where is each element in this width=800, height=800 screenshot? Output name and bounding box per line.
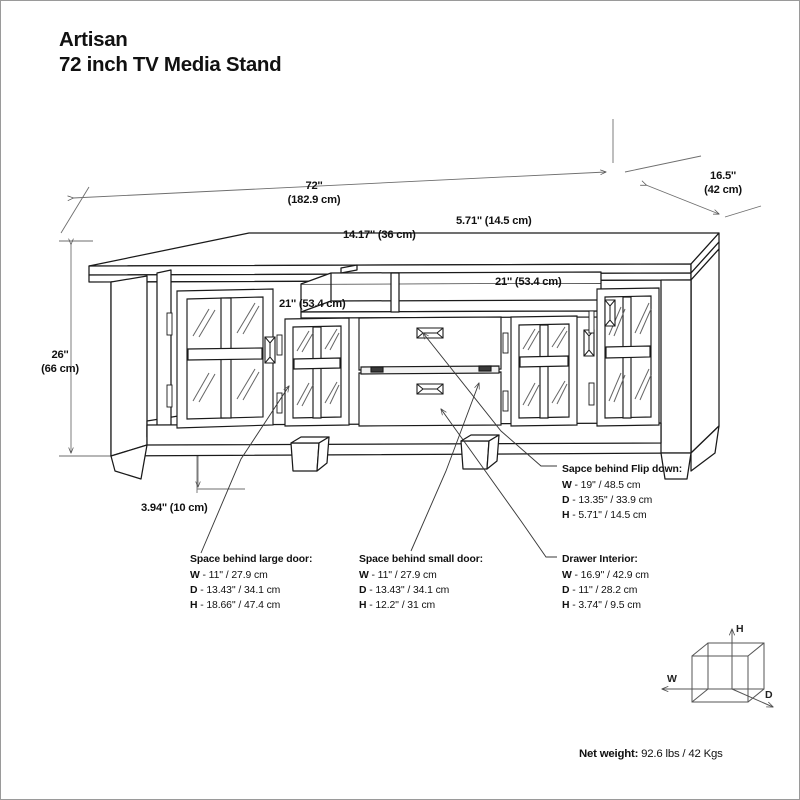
annotation-row-d: D - 13.35'' / 33.9 cm bbox=[562, 494, 653, 506]
annotation-row-h: H - 18.66'' / 47.4 cm bbox=[190, 600, 281, 612]
annotation-space-behind-large-door: Space behind large door: W - 11'' / 27.9… bbox=[190, 552, 312, 613]
net-weight-label: Net weight: bbox=[579, 748, 639, 760]
dimension-legend-cube bbox=[662, 629, 773, 707]
annotation-row-h: H - 12.2'' / 31 cm bbox=[359, 600, 436, 612]
dim-label-overall-width: 72'' (182.9 cm) bbox=[287, 180, 341, 206]
dim-label-bay-left: 21'' (53.4 cm) bbox=[279, 298, 346, 310]
annotation-row-h: H - 3.74'' / 9.5 cm bbox=[562, 600, 641, 612]
left-small-glass-door bbox=[276, 317, 350, 427]
annotation-row-w: W - 11'' / 27.9 cm bbox=[359, 569, 437, 581]
right-large-glass-door bbox=[588, 287, 660, 427]
annotation-title: Space behind large door: bbox=[190, 554, 313, 565]
leader-lines bbox=[200, 333, 557, 558]
left-large-glass-door bbox=[166, 288, 276, 429]
dim-label-overall-depth: 16.5'' (42 cm) bbox=[704, 170, 742, 196]
product-name: 72 inch TV Media Stand bbox=[59, 53, 282, 76]
net-weight: Net weight: 92.6 lbs / 42 Kgs bbox=[579, 748, 723, 760]
dim-label-open-shelf-width: 14.17'' (36 cm) bbox=[343, 229, 416, 241]
net-weight-value: 92.6 lbs / 42 Kgs bbox=[641, 748, 723, 760]
dim-label-leg-clearance: 3.94'' (10 cm) bbox=[141, 502, 208, 514]
legend-width-axis-label: W bbox=[667, 673, 677, 685]
right-small-glass-door bbox=[502, 315, 595, 427]
dim-label-overall-height: 26'' (66 cm) bbox=[41, 349, 79, 375]
annotation-space-behind-small-door: Space behind small door: W - 11'' / 27.9… bbox=[359, 552, 483, 613]
legend-depth-axis-label: D bbox=[765, 689, 773, 701]
page-title: Artisan 72 inch TV Media Stand bbox=[59, 27, 282, 77]
annotation-title: Drawer Interior: bbox=[562, 554, 638, 565]
annotation-drawer-interior: Drawer Interior: W - 16.9'' / 42.9 cm D … bbox=[562, 552, 649, 613]
annotation-title: Space behind small door: bbox=[359, 554, 484, 565]
annotation-row-d: D - 13.43'' / 34.1 cm bbox=[190, 584, 281, 596]
annotation-row-w: W - 11'' / 27.9 cm bbox=[190, 569, 268, 581]
annotation-row-d: D - 11'' / 28.2 cm bbox=[562, 584, 638, 596]
annotation-space-behind-flip-down: Sapce behind Flip down: W - 19'' / 48.5 … bbox=[562, 462, 682, 523]
product-brand: Artisan bbox=[59, 28, 128, 51]
annotation-row-h: H - 5.71'' / 14.5 cm bbox=[562, 510, 647, 522]
annotation-title: Sapce behind Flip down: bbox=[562, 464, 683, 475]
center-drawers bbox=[358, 316, 502, 427]
dim-label-bay-right: 21'' (53.4 cm) bbox=[495, 276, 562, 288]
dim-label-open-shelf-height: 5.71'' (14.5 cm) bbox=[456, 215, 532, 227]
annotation-row-w: W - 19'' / 48.5 cm bbox=[562, 479, 641, 491]
annotation-row-d: D - 13.43'' / 34.1 cm bbox=[359, 584, 450, 596]
legend-height-axis-label: H bbox=[736, 623, 744, 635]
annotation-row-w: W - 16.9'' / 42.9 cm bbox=[562, 569, 649, 581]
